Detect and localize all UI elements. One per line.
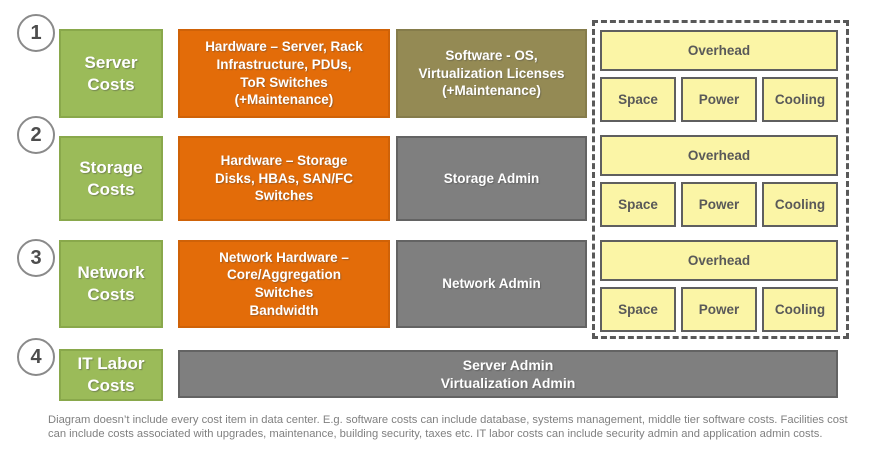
overhead-items-row: Space Power Cooling	[600, 182, 838, 227]
cooling-box: Cooling	[762, 287, 838, 332]
server-software-box: Software - OS, Virtualization Licenses (…	[396, 29, 587, 118]
category-box-storage-costs: Storage Costs	[59, 136, 163, 221]
network-hardware-box: Network Hardware – Core/Aggregation Swit…	[178, 240, 390, 328]
category-box-network-costs: Network Costs	[59, 240, 163, 328]
category-box-server-costs: Server Costs	[59, 29, 163, 118]
overhead-group-storage: Overhead Space Power Cooling	[600, 135, 838, 227]
power-box: Power	[681, 77, 757, 122]
overhead-group-network: Overhead Space Power Cooling	[600, 240, 838, 332]
overhead-box: Overhead	[600, 30, 838, 71]
space-box: Space	[600, 77, 676, 122]
power-box: Power	[681, 182, 757, 227]
category-box-it-labor-costs: IT Labor Costs	[59, 349, 163, 401]
it-labor-admin-box: Server Admin Virtualization Admin	[178, 350, 838, 398]
overhead-group-server: Overhead Space Power Cooling	[600, 30, 838, 122]
step-circle-2: 2	[17, 116, 55, 154]
step-number: 3	[30, 246, 42, 269]
network-admin-box: Network Admin	[396, 240, 587, 328]
cooling-box: Cooling	[762, 182, 838, 227]
step-circle-4: 4	[17, 338, 55, 376]
step-circle-3: 3	[17, 239, 55, 277]
power-box: Power	[681, 287, 757, 332]
footnote-text: Diagram doesn’t include every cost item …	[48, 414, 848, 441]
storage-hardware-box: Hardware – Storage Disks, HBAs, SAN/FC S…	[178, 136, 390, 221]
overhead-box: Overhead	[600, 240, 838, 281]
overhead-items-row: Space Power Cooling	[600, 287, 838, 332]
space-box: Space	[600, 287, 676, 332]
step-number: 1	[30, 21, 42, 44]
overhead-items-row: Space Power Cooling	[600, 77, 838, 122]
step-number: 4	[30, 345, 42, 368]
step-circle-1: 1	[17, 14, 55, 52]
cooling-box: Cooling	[762, 77, 838, 122]
server-hardware-box: Hardware – Server, Rack Infrastructure, …	[178, 29, 390, 118]
step-number: 2	[30, 123, 42, 146]
storage-admin-box: Storage Admin	[396, 136, 587, 221]
space-box: Space	[600, 182, 676, 227]
overhead-box: Overhead	[600, 135, 838, 176]
overhead-dashed-region	[592, 20, 849, 339]
